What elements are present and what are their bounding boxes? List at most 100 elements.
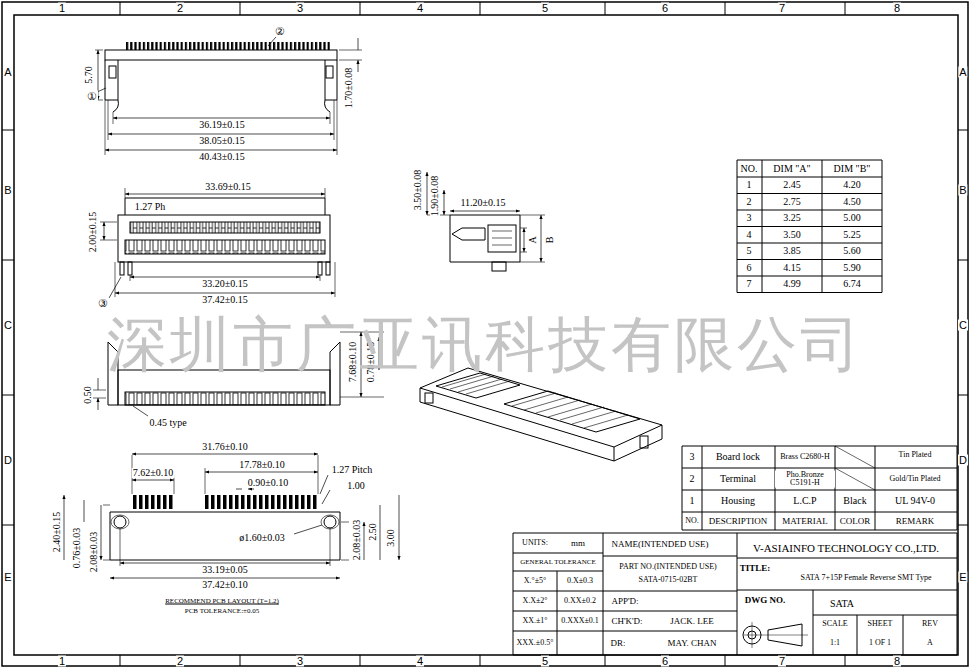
dimension: 1.27 Pitch (331, 465, 374, 475)
grid-ref: E (3, 572, 12, 583)
grid-ref: 7 (778, 656, 786, 667)
dimension: A (528, 235, 538, 244)
table-cell: NO. (684, 517, 700, 525)
table-cell: Pho.Bronze C5191-H (775, 471, 835, 488)
dimension: 33.19±0.05 (201, 565, 249, 575)
grid-ref: E (958, 572, 967, 583)
dimension: 17.78±0.10 (238, 460, 286, 470)
title-block-text: mm (570, 539, 586, 548)
table-cell: 5.60 (842, 246, 862, 256)
callout-number: ③ (97, 298, 109, 309)
title-block-text: APP'D: (610, 597, 639, 606)
callout-number: ② (274, 26, 286, 37)
dimension: 31.76±0.10 (201, 442, 249, 452)
title-block-text: JACK. LEE (669, 617, 715, 626)
table-cell: DESCRIPTION (708, 517, 769, 526)
grid-ref: A (958, 67, 967, 78)
title-block-text: 1:1 (829, 639, 841, 647)
title-block-text: 0.X±0.3 (566, 577, 594, 585)
dimension: 1.00 (346, 481, 366, 491)
company-name: V-ASIAINFO TECHNOLOGY CO.,LTD. (752, 543, 940, 554)
table-cell: Tin Plated (898, 451, 933, 459)
table-cell: UL 94V-0 (894, 496, 936, 506)
dimension: 2.00±0.15 (88, 211, 98, 254)
title-block-text: SHEET (867, 620, 894, 628)
callout-number: ① (86, 91, 98, 102)
table-cell: 5.00 (842, 213, 862, 223)
title-block-text: SATA (829, 599, 855, 609)
grid-ref: 2 (176, 3, 184, 14)
grid-ref: 1 (58, 656, 66, 667)
table-cell: 4.99 (782, 279, 802, 289)
table-cell: DIM "B" (833, 164, 872, 174)
table-cell: L.C.P (792, 496, 817, 506)
dimension: 40.43±0.15 (198, 152, 246, 162)
grid-ref: C (3, 320, 13, 331)
title-block-text: XXX.±0.5° (516, 639, 555, 647)
title-block-text: REV (921, 620, 939, 628)
title-block-text: A (926, 639, 934, 647)
table-cell: 3 (746, 213, 753, 223)
title-block-text: SCALE (821, 620, 848, 628)
dimension: 2.50 (368, 522, 378, 542)
grid-ref: C (958, 320, 968, 331)
title-block-text: NAME(INTENDED USE) (610, 540, 709, 549)
dimension: 37.42±0.10 (201, 580, 249, 590)
table-cell: 2 (746, 197, 753, 207)
grid-ref: 7 (778, 3, 786, 14)
table-cell: Black (842, 496, 867, 506)
table-cell: COLOR (839, 517, 872, 526)
table-cell: 5.90 (842, 263, 862, 273)
table-cell: 3.50 (782, 230, 802, 240)
table-cell: 6 (746, 263, 753, 273)
table-cell: Housing (720, 496, 756, 506)
grid-ref: 5 (541, 656, 549, 667)
table-cell: 5 (746, 246, 753, 256)
title-block-text: DWG NO. (744, 596, 787, 605)
table-cell: Gold/Tin Plated (888, 475, 941, 483)
title-block-text: DR: (609, 639, 626, 648)
table-cell: 3.85 (782, 246, 802, 256)
grid-ref: 1 (58, 3, 66, 14)
table-cell: 1 (746, 180, 753, 190)
table-cell: NO. (740, 164, 759, 174)
dimension: 33.20±0.15 (201, 279, 249, 289)
dimension: 1.70±0.08 (344, 67, 354, 110)
dimension: 37.42±0.15 (201, 295, 249, 305)
table-cell: Board lock (715, 452, 761, 462)
title-block-text: X.°±5° (523, 577, 548, 585)
dimension: 3.00 (386, 528, 396, 548)
table-cell: 2.75 (782, 197, 802, 207)
dimension: 0.76±0.03 (72, 527, 82, 570)
table-cell: 4 (746, 230, 753, 240)
grid-ref: 6 (661, 3, 669, 14)
table-cell: 1 (689, 496, 696, 506)
table-cell: 4.50 (842, 197, 862, 207)
grid-ref: 4 (416, 3, 424, 14)
grid-ref: 3 (296, 3, 304, 14)
dimension: 2.08±0.03 (89, 531, 99, 574)
table-cell: 2.45 (782, 180, 802, 190)
title-block-text: TITLE: (739, 564, 772, 573)
title-block-text: SATA-0715-02BT (638, 576, 699, 584)
title-block-text: 0.XX±0.2 (563, 597, 597, 605)
grid-ref: B (958, 185, 967, 196)
table-cell: 2 (689, 474, 696, 484)
dimension: 7.62±0.10 (132, 468, 175, 478)
dimension: 5.70 (84, 65, 94, 85)
table-cell: 3 (689, 452, 696, 462)
table-cell: 4.15 (782, 263, 802, 273)
title-block-text: PART NO.(INTENDED USE) (618, 563, 718, 571)
dimension: 1.90±0.08 (430, 175, 440, 218)
dimension: 0.50 (83, 385, 93, 405)
table-cell: DIM "A" (772, 164, 811, 174)
watermark: 深圳市广亚讯科技有限公司 (106, 315, 864, 375)
dimension: 1.27 Ph (134, 202, 167, 212)
table-cell: 4.20 (842, 180, 862, 190)
title-block-text: SATA 7+15P Female Reverse SMT Type (800, 574, 933, 582)
grid-ref: A (3, 67, 12, 78)
dimension: 2.08±0.03 (352, 519, 362, 562)
dimension: 33.69±0.15 (204, 182, 252, 192)
grid-ref: D (958, 455, 968, 466)
dimension: 3.50±0.08 (413, 169, 423, 212)
